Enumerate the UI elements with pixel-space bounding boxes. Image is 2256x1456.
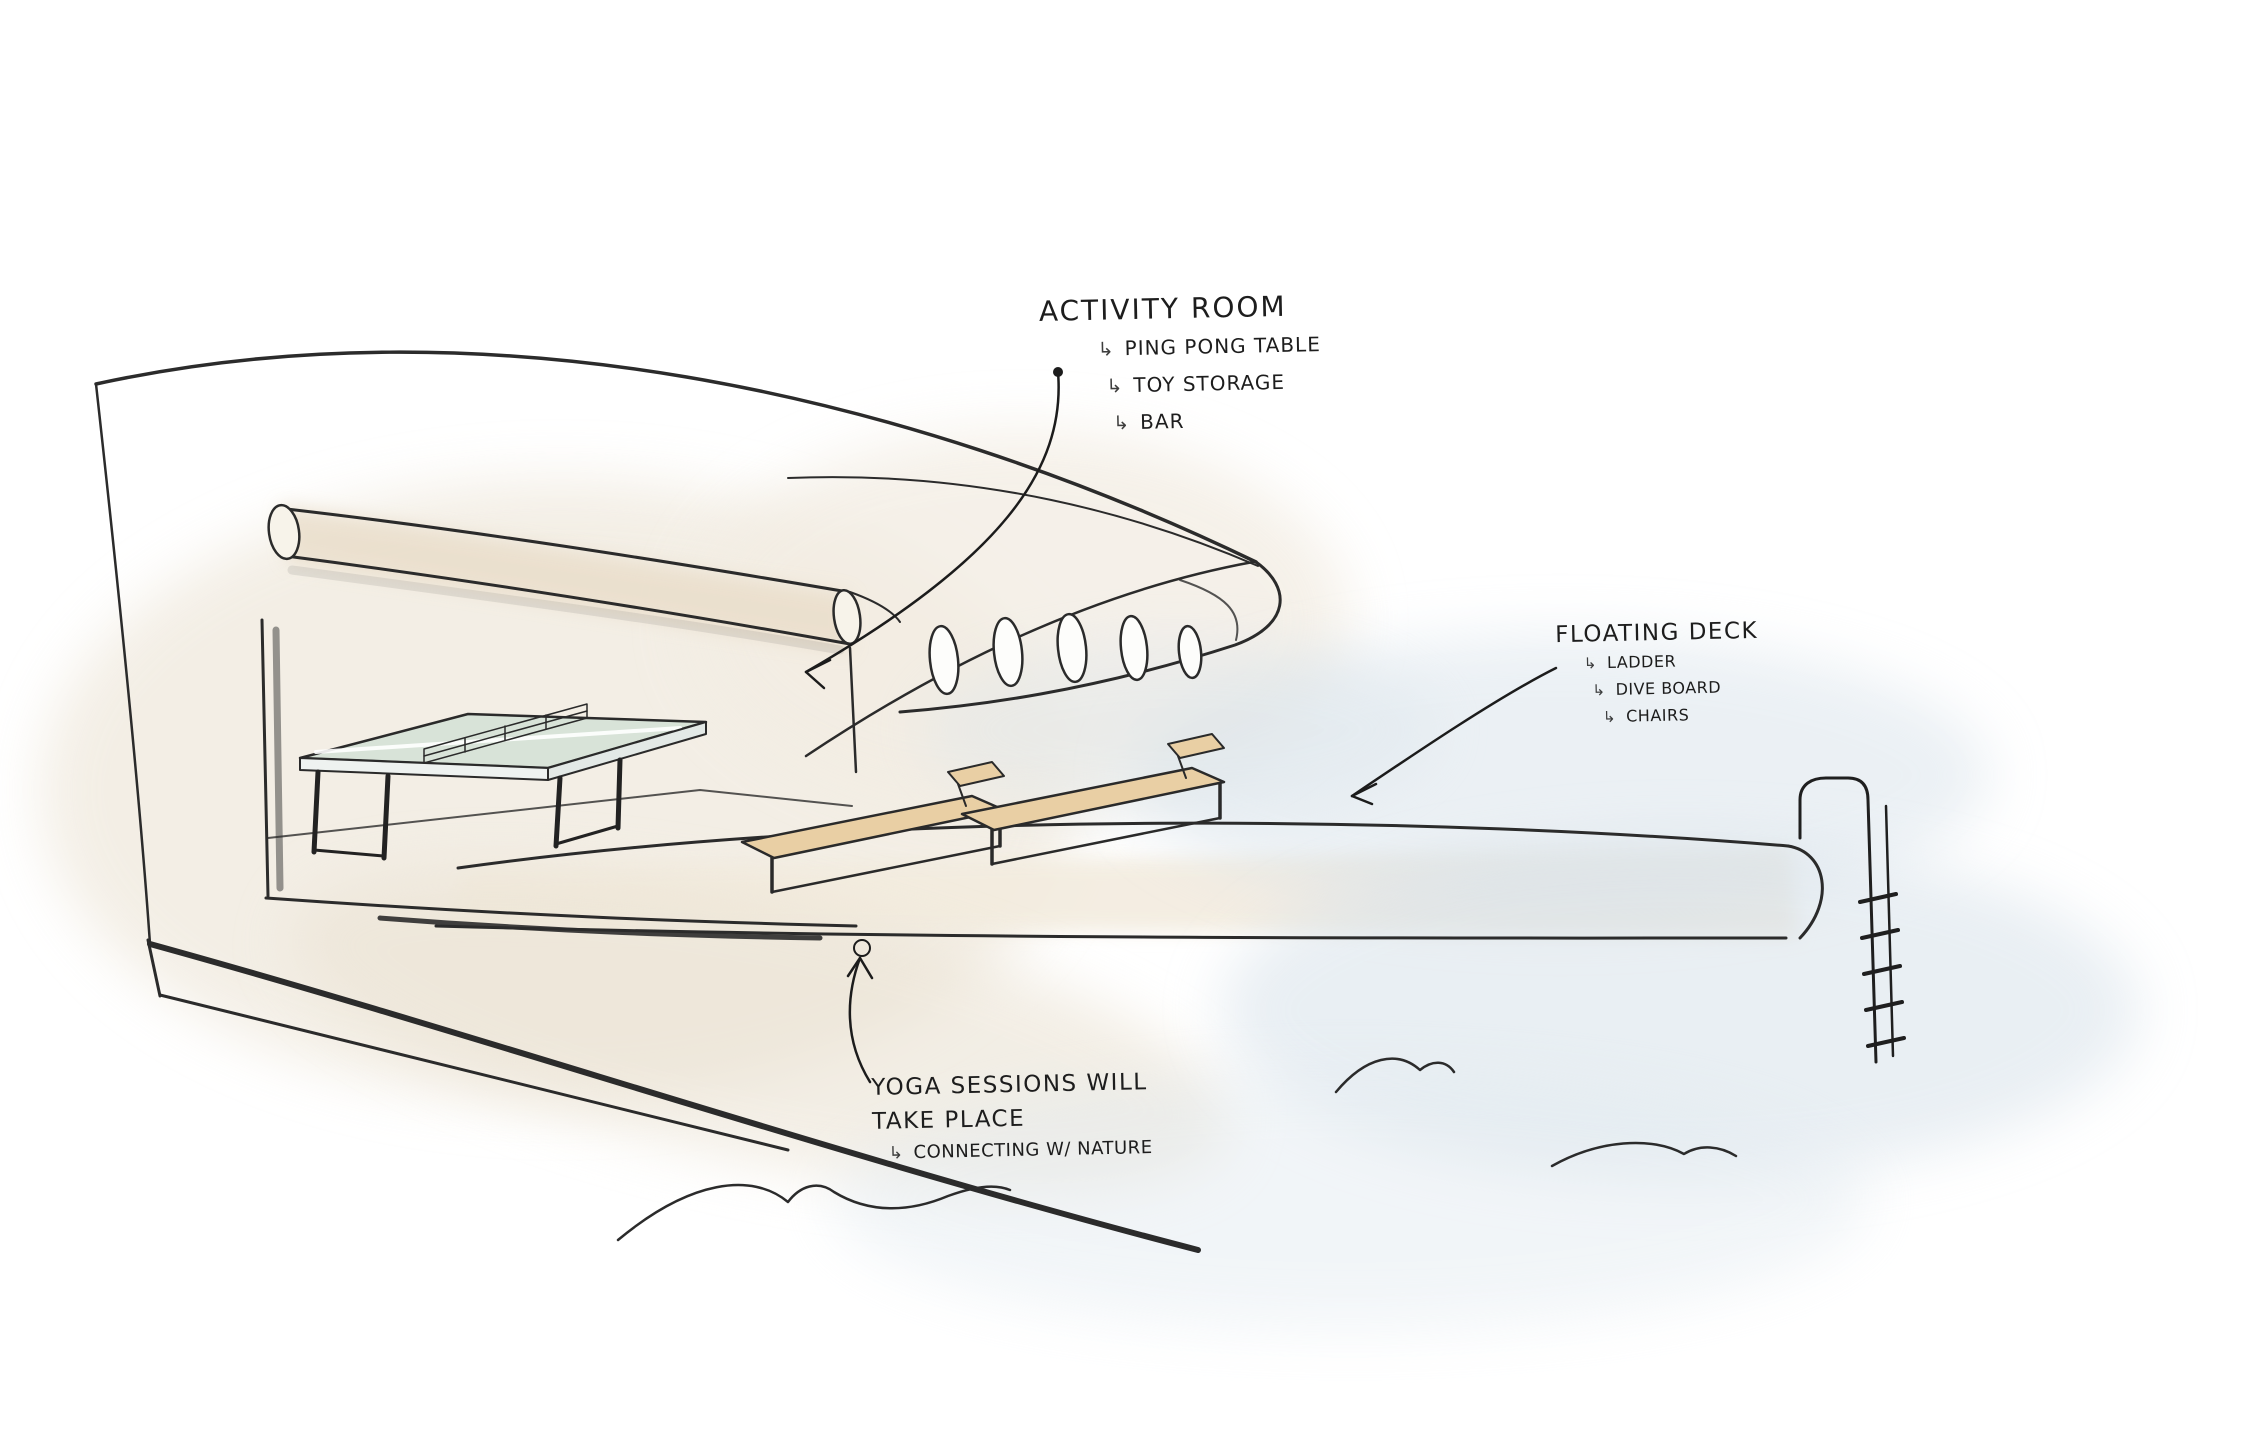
floating-deck-item: ↳ LADDER <box>1584 650 1759 673</box>
activity-room-item: ↳ PING PONG TABLE <box>1097 332 1321 361</box>
yoga-annotation: YOGA SESSIONS WILL TAKE PLACE ↳ CONNECTI… <box>871 1069 1153 1164</box>
porthole <box>928 624 960 696</box>
lounge-chair <box>960 733 1226 866</box>
wave <box>1334 1057 1456 1094</box>
floating-deck-title: FLOATING DECK <box>1554 617 1759 649</box>
ping-pong-net <box>423 703 588 764</box>
porthole <box>1119 614 1149 682</box>
portholes <box>928 612 1203 696</box>
annotation-arrows <box>804 367 1558 1084</box>
sub-arrow-icon: ↳ <box>1113 412 1131 435</box>
sub-arrow-icon: ↳ <box>1106 375 1124 398</box>
yoga-line1: YOGA SESSIONS WILL <box>871 1069 1148 1101</box>
activity-room-arrow <box>804 367 1063 690</box>
porthole <box>992 616 1024 688</box>
floating-deck <box>377 821 1824 941</box>
cutaway-room <box>260 503 901 928</box>
yoga-arrow <box>846 939 874 1084</box>
floating-deck-annotation: FLOATING DECK ↳ LADDER ↳ DIVE BOARD ↳ CH… <box>1555 618 1760 727</box>
activity-room-annotation: ACTIVITY ROOM ↳ PING PONG TABLE ↳ TOY ST… <box>1039 289 1323 436</box>
sub-arrow-icon: ↳ <box>1592 681 1606 700</box>
porthole <box>1177 624 1203 680</box>
wave <box>1550 1141 1738 1168</box>
floating-deck-item-label: CHAIRS <box>1625 705 1690 726</box>
floating-deck-item-label: LADDER <box>1606 651 1677 673</box>
table-legs <box>311 757 623 861</box>
floating-deck-item-label: DIVE BOARD <box>1615 677 1722 699</box>
lounge-chair <box>740 761 1006 894</box>
sub-arrow-icon: ↳ <box>1602 707 1617 727</box>
floating-deck-item: ↳ DIVE BOARD <box>1592 677 1759 700</box>
sub-arrow-icon: ↳ <box>1097 338 1115 361</box>
activity-room-item-label: TOY STORAGE <box>1133 369 1286 397</box>
activity-room-item-label: PING PONG TABLE <box>1124 332 1322 361</box>
ladder <box>1798 776 1906 1064</box>
activity-room-item: ↳ BAR <box>1113 406 1323 434</box>
activity-room-item: ↳ TOY STORAGE <box>1106 369 1322 398</box>
wave <box>616 1183 1012 1242</box>
yoga-line2: TAKE PLACE <box>871 1105 1026 1135</box>
hull-outline <box>94 350 1282 1253</box>
sub-arrow-icon: ↳ <box>888 1143 904 1164</box>
waves <box>616 1057 1738 1242</box>
lounge-chairs <box>740 733 1226 894</box>
watercolor-washes <box>40 430 2140 1330</box>
sub-arrow-icon: ↳ <box>1583 654 1598 673</box>
activity-room-item-label: BAR <box>1139 408 1185 434</box>
floating-deck-item: ↳ CHAIRS <box>1603 704 1760 726</box>
floating-deck-arrow <box>1350 666 1558 806</box>
porthole <box>1056 612 1088 684</box>
ping-pong-table <box>298 703 708 861</box>
activity-room-title: ACTIVITY ROOM <box>1038 289 1287 328</box>
